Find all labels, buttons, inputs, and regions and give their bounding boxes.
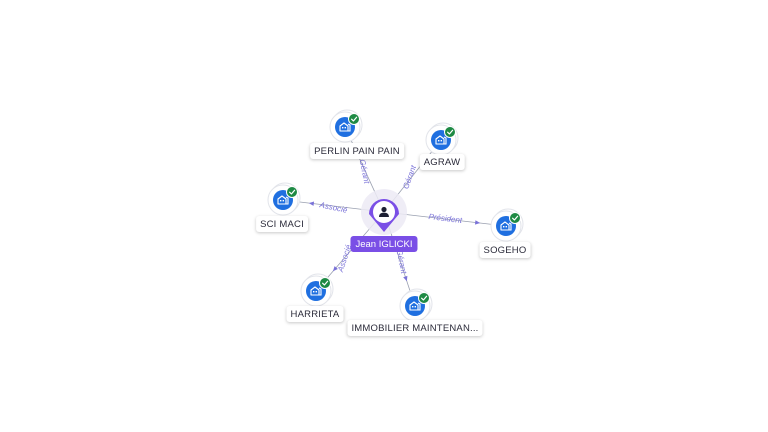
building-icon xyxy=(500,221,512,231)
building-icon xyxy=(339,122,351,132)
building-icon xyxy=(409,301,421,311)
company-label-sci-maci[interactable]: SCI MACI xyxy=(256,216,308,232)
company-node-immobilier[interactable] xyxy=(399,288,433,322)
company-label-perlin[interactable]: PERLIN PAIN PAIN xyxy=(310,143,404,159)
company-label-harrieta[interactable]: HARRIETA xyxy=(286,306,344,322)
company-label-agraw[interactable]: AGRAW xyxy=(419,154,465,170)
company-label-sogeho[interactable]: SOGEHO xyxy=(479,242,531,258)
person-node[interactable] xyxy=(361,189,407,235)
edge-label-immobilier: Gérant xyxy=(395,249,409,276)
edge-label-agraw: Gérant xyxy=(401,163,418,190)
building-icon xyxy=(277,195,289,205)
verified-check-icon xyxy=(286,186,298,198)
company-node-harrieta[interactable] xyxy=(300,273,334,307)
person-name-label[interactable]: Jean IGLICKI xyxy=(350,236,418,252)
building-icon xyxy=(435,135,447,145)
edge-arrow-harrieta xyxy=(332,266,338,272)
verified-check-icon xyxy=(444,126,456,138)
verified-check-icon xyxy=(509,212,521,224)
edge-label-perlin: Gérant xyxy=(358,159,372,186)
company-node-agraw[interactable] xyxy=(425,122,459,156)
company-node-sci-maci[interactable] xyxy=(267,182,301,216)
verified-check-icon xyxy=(319,277,331,289)
edge-arrow-sogeho xyxy=(474,220,481,225)
building-icon xyxy=(310,286,322,296)
company-label-immobilier[interactable]: IMMOBILIER MAINTENAN... xyxy=(347,320,483,336)
verified-check-icon xyxy=(418,292,430,304)
edge-label-sci-maci: Associé xyxy=(318,200,349,215)
edge-arrow-sci-maci xyxy=(308,201,315,206)
person-icon xyxy=(379,206,389,217)
edge-arrow-immobilier xyxy=(403,275,408,282)
company-node-perlin[interactable] xyxy=(329,109,363,143)
edge-label-sogeho: Président xyxy=(428,212,463,225)
verified-check-icon xyxy=(348,113,360,125)
company-node-sogeho[interactable] xyxy=(490,208,524,242)
